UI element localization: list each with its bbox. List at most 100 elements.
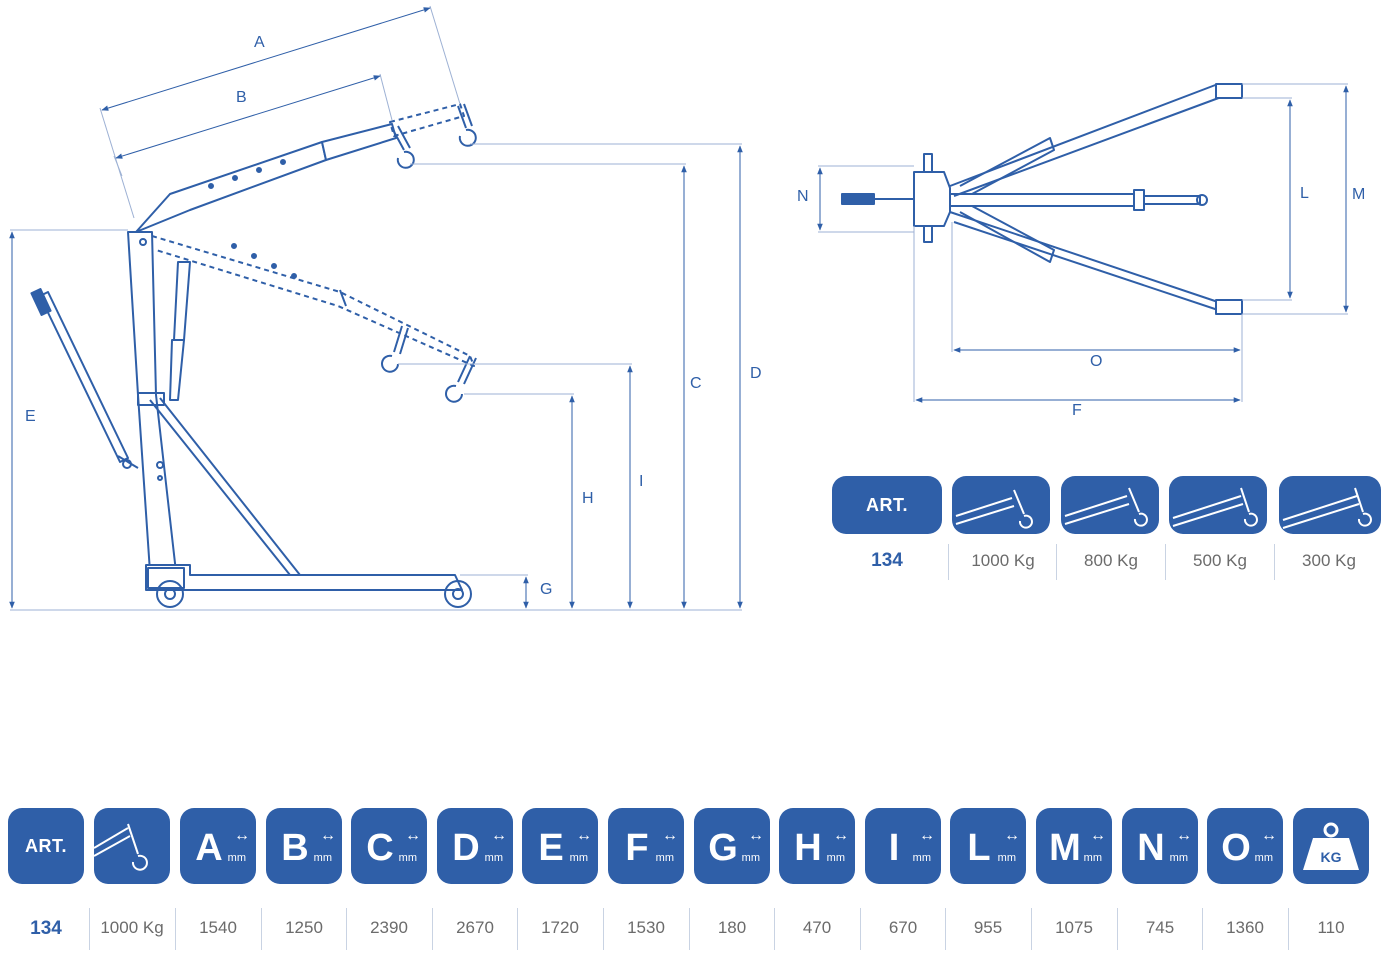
spec-dim-unit: mm bbox=[912, 852, 931, 864]
spec-dim-header-l: L↔mm bbox=[950, 808, 1026, 884]
dim-label-n: N bbox=[797, 188, 809, 205]
spec-dim-unit: mm bbox=[826, 852, 845, 864]
spec-dim-header-e: E ↔ mm bbox=[522, 808, 598, 884]
spec-dim-unit: mm bbox=[1254, 852, 1273, 864]
small-art-header: ART. bbox=[832, 476, 942, 534]
double-arrow-icon: ↔ bbox=[748, 827, 764, 844]
boom-extension-3-icon bbox=[1172, 487, 1258, 527]
double-arrow-icon: ↔ bbox=[234, 827, 250, 844]
dim-line-b bbox=[115, 75, 381, 159]
weight-badge-label: KG bbox=[1321, 849, 1342, 865]
small-art-value: 134 bbox=[871, 550, 903, 571]
spec-dim-value-g: 180 bbox=[717, 918, 747, 937]
spec-dim-letter: D bbox=[452, 827, 480, 869]
spec-dim-unit: mm bbox=[484, 852, 503, 864]
dim-label-f: F bbox=[1072, 402, 1082, 419]
spec-dim-unit: mm bbox=[313, 852, 332, 864]
spec-dim-header-d: D ↔ mm bbox=[437, 808, 513, 884]
spec-dim-letter: M bbox=[1049, 827, 1081, 869]
small-art-header-label: ART. bbox=[866, 494, 908, 515]
spec-dim-letter: A bbox=[195, 827, 223, 869]
spec-dim-letter: I bbox=[888, 827, 900, 869]
crane-side-view bbox=[30, 103, 477, 608]
dim-label-d: D bbox=[750, 365, 762, 382]
spec-dim-value-m: 1075 bbox=[1055, 918, 1093, 937]
spec-dim-unit: mm bbox=[1169, 852, 1188, 864]
double-arrow-icon: ↔ bbox=[1090, 827, 1106, 844]
spec-dim-header-a: A ↔ mm bbox=[180, 808, 256, 884]
spec-dim-letter: H bbox=[794, 827, 822, 869]
spec-dim-header-h: H ↔ mm bbox=[779, 808, 855, 884]
load-value-3: 500 Kg bbox=[1193, 551, 1247, 570]
spec-load-value: 1000 Kg bbox=[100, 918, 164, 937]
side-view-dimensions bbox=[10, 5, 742, 611]
spec-dim-unit: mm bbox=[569, 852, 588, 864]
dim-label-h: H bbox=[582, 490, 594, 507]
spec-dim-header-f: F ↔ mm bbox=[608, 808, 684, 884]
double-arrow-icon: ↔ bbox=[576, 827, 592, 844]
spec-dim-letter: C bbox=[366, 827, 394, 869]
dim-label-i: I bbox=[639, 473, 643, 490]
spec-dim-value-c: 2390 bbox=[370, 918, 408, 937]
dim-label-e: E bbox=[25, 408, 36, 425]
double-arrow-icon: ↔ bbox=[491, 827, 507, 844]
weight-icon: KG bbox=[1303, 822, 1359, 870]
spec-dim-letter: E bbox=[538, 827, 564, 869]
spec-dim-unit: mm bbox=[398, 852, 417, 864]
dim-label-b: B bbox=[236, 89, 247, 106]
spec-art-header: ART. bbox=[8, 808, 84, 884]
spec-dim-unit: mm bbox=[997, 852, 1016, 864]
spec-dim-value-d: 2670 bbox=[456, 918, 494, 937]
spec-art-header-label: ART. bbox=[25, 835, 67, 856]
boom-position-3-tile bbox=[1169, 476, 1267, 534]
double-arrow-icon: ↔ bbox=[662, 827, 678, 844]
spec-dim-value-f: 1530 bbox=[627, 918, 665, 937]
spec-dim-letter: G bbox=[708, 827, 738, 869]
spec-weight-header: KG bbox=[1293, 808, 1369, 884]
crane-top-view bbox=[841, 83, 1243, 315]
spec-dim-header-n: N ↔ mm bbox=[1122, 808, 1198, 884]
spec-dim-unit: mm bbox=[227, 852, 246, 864]
spec-dim-value-a: 1540 bbox=[199, 918, 237, 937]
spec-dim-header-i: I ↔ mm bbox=[865, 808, 941, 884]
boom-position-2-tile bbox=[1061, 476, 1159, 534]
dim-label-c: C bbox=[690, 375, 702, 392]
spec-dim-letter: F bbox=[625, 827, 649, 869]
spec-dim-letter: B bbox=[281, 827, 309, 869]
double-arrow-icon: ↔ bbox=[405, 827, 421, 844]
dim-label-m: M bbox=[1352, 186, 1365, 203]
spec-dim-value-b: 1250 bbox=[285, 918, 323, 937]
spec-load-header bbox=[94, 808, 170, 884]
spec-dim-unit: mm bbox=[655, 852, 674, 864]
spec-dim-header-g: G ↔ mm bbox=[694, 808, 770, 884]
spec-dim-value-e: 1720 bbox=[541, 918, 579, 937]
spec-dim-letter: L bbox=[967, 827, 991, 869]
dim-label-l: L bbox=[1300, 185, 1309, 202]
spec-dim-header-b: B ↔ mm bbox=[266, 808, 342, 884]
spec-art-value: 134 bbox=[30, 918, 62, 939]
dim-label-a: A bbox=[254, 34, 265, 51]
spec-dim-value-l: 955 bbox=[973, 918, 1003, 937]
boom-position-4-tile bbox=[1279, 476, 1381, 534]
spec-dim-unit: mm bbox=[741, 852, 760, 864]
top-view-dimensions bbox=[818, 83, 1348, 402]
double-arrow-icon: ↔ bbox=[919, 827, 935, 844]
spec-dim-value-o: 1360 bbox=[1226, 918, 1264, 937]
spec-dim-value-h: 470 bbox=[802, 918, 832, 937]
load-value-4: 300 Kg bbox=[1302, 551, 1356, 570]
spec-dim-header-o: O↔mm bbox=[1207, 808, 1283, 884]
spec-dim-letter: O bbox=[1221, 827, 1251, 869]
spec-dim-value-i: 670 bbox=[888, 918, 918, 937]
double-arrow-icon: ↔ bbox=[1176, 827, 1192, 844]
spec-dim-letter: N bbox=[1137, 827, 1165, 869]
load-value-1: 1000 Kg bbox=[971, 551, 1035, 570]
spec-dim-value-n: 745 bbox=[1145, 918, 1175, 937]
spec-weight-value: 110 bbox=[1317, 918, 1345, 937]
dim-label-o: O bbox=[1090, 353, 1102, 370]
dim-label-g: G bbox=[540, 581, 552, 598]
double-arrow-icon: ↔ bbox=[833, 827, 849, 844]
boom-extension-2-icon bbox=[1064, 487, 1148, 527]
double-arrow-icon: ↔ bbox=[320, 827, 336, 844]
dim-line-a bbox=[101, 7, 431, 111]
